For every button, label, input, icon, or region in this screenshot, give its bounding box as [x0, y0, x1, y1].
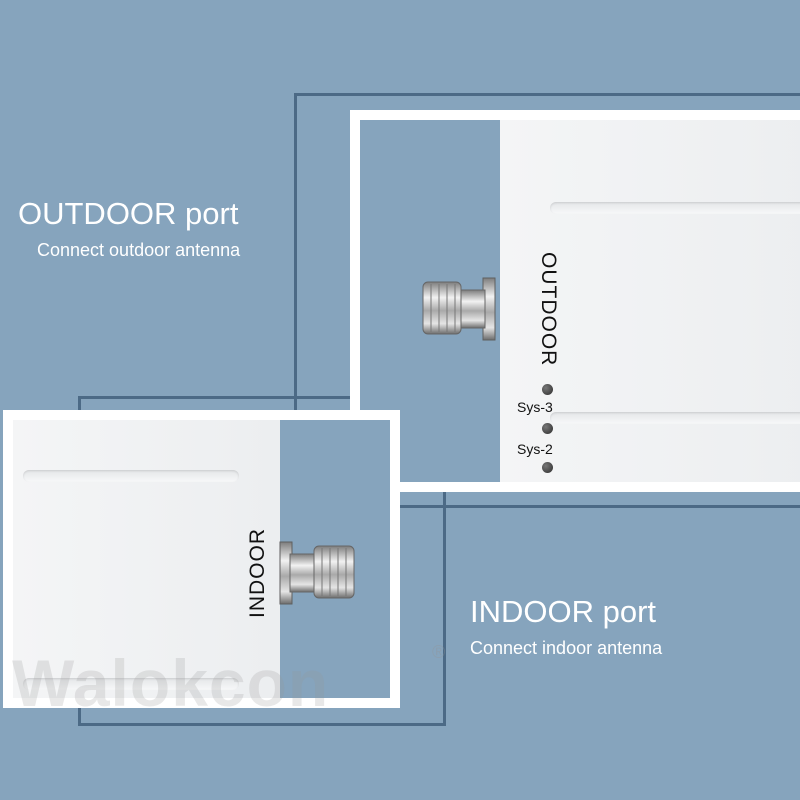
sys3-indicator-led — [542, 384, 553, 395]
registered-mark: ® — [432, 642, 446, 662]
housing-groove — [550, 202, 800, 214]
sys2-indicator-led — [542, 423, 553, 434]
housing-groove — [23, 678, 239, 690]
sys1-indicator-label: Sys-1 — [517, 480, 553, 492]
repeater-housing — [13, 420, 280, 698]
indoor-n-connector-icon — [279, 541, 355, 605]
outdoor-port-title: OUTDOOR port — [18, 196, 239, 231]
sys3-indicator-label: Sys-3 — [517, 399, 553, 415]
indoor-port-subtitle: Connect indoor antenna — [470, 638, 663, 658]
outdoor-n-connector-icon — [422, 277, 496, 341]
indoor-port-title: INDOOR port — [470, 594, 657, 629]
outdoor-port-photo: OUTDOOR Sys-3 Sys-2 Sys-1 — [350, 110, 800, 492]
outdoor-port-label: OUTDOOR — [537, 252, 560, 367]
outdoor-port-subtitle: Connect outdoor antenna — [37, 240, 241, 260]
housing-groove — [23, 470, 239, 482]
indoor-port-photo: INDOOR — [3, 410, 400, 708]
sys2-indicator-label: Sys-2 — [517, 441, 553, 457]
housing-groove — [550, 412, 800, 424]
brand-watermark: Walokcon — [12, 646, 330, 720]
outdoor-outline-frame — [294, 93, 800, 508]
sys1-indicator-led — [542, 462, 553, 473]
indoor-port-label: INDOOR — [246, 528, 269, 618]
